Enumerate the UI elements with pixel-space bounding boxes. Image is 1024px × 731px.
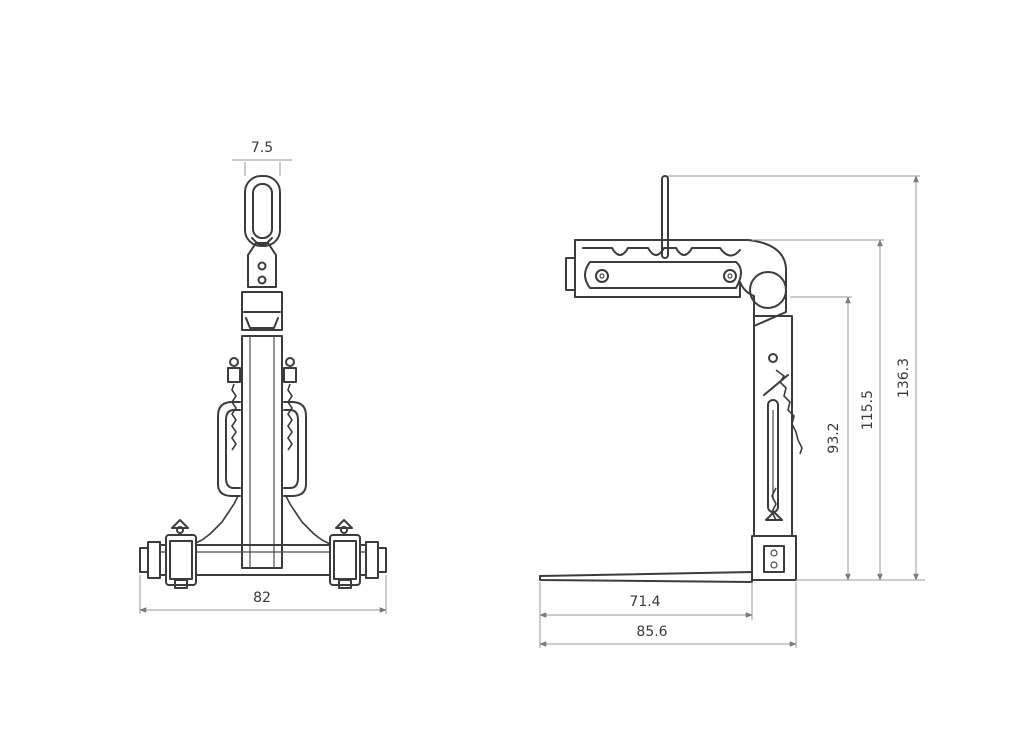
left-upper-chain	[231, 383, 237, 451]
dim-total-length: 85.6	[636, 624, 667, 640]
dim-fork-length: 71.4	[629, 594, 660, 610]
coupling-head	[247, 242, 277, 288]
right-lower-chain	[285, 495, 341, 549]
dim-inner-height: 93.2	[826, 422, 842, 453]
dim-total-height: 136.3	[896, 358, 912, 398]
main-column	[241, 335, 283, 569]
dim-top-width: 7.5	[251, 140, 273, 156]
right-handle	[283, 401, 307, 497]
dim-base-width: 82	[253, 590, 271, 606]
side-view: 71.4 85.6 93.2 115.5 136.3	[539, 175, 925, 648]
right-upper-chain	[287, 383, 293, 451]
front-view: 7.5 82	[139, 140, 387, 614]
top-rod	[661, 175, 669, 259]
dim-mid-height: 115.5	[860, 390, 876, 430]
left-handle	[217, 401, 241, 497]
lifting-eye-icon	[244, 175, 281, 247]
left-lower-chain	[183, 495, 239, 549]
fork-lock	[751, 535, 797, 581]
fork-tine	[539, 571, 753, 583]
top-arm	[574, 239, 787, 327]
